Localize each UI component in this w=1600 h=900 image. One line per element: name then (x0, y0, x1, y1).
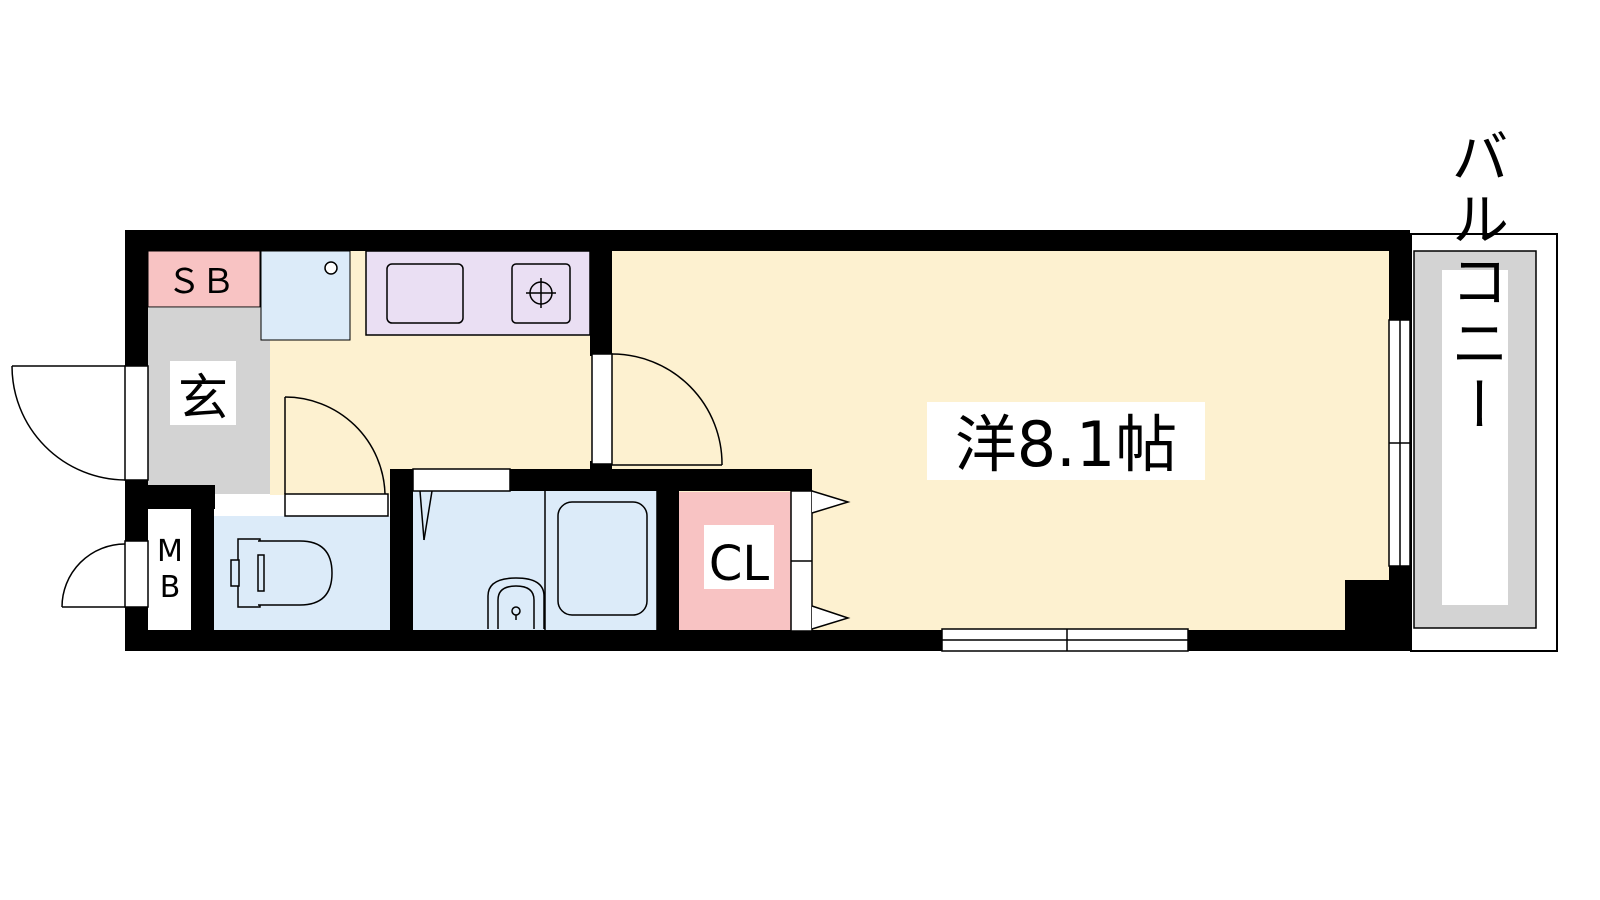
toilet-room (213, 516, 390, 631)
shoe-box-label: ＳＢ (167, 262, 235, 302)
closet-opening (790, 490, 851, 632)
closet-label: CL (709, 536, 770, 592)
meter-box (148, 509, 192, 631)
drain-icon (324, 261, 338, 275)
meter-box-label-m: M (157, 534, 183, 569)
toilet-icon (230, 538, 333, 608)
front-door (11, 365, 149, 481)
sink-icon (386, 263, 464, 324)
washroom-door-line (419, 490, 425, 541)
western-room-label-bg (927, 402, 1205, 480)
balcony-window (1388, 319, 1411, 567)
toilet-door (284, 396, 389, 517)
meter-box-door (61, 540, 149, 608)
balcony-label-bg (1442, 270, 1508, 605)
entrance-label-bg (170, 361, 236, 425)
balcony-label: バルコニー (1441, 127, 1509, 437)
south-window (941, 628, 1189, 652)
bathroom (544, 489, 658, 632)
meter-box-label-b: B (160, 570, 181, 605)
entrance-label: 玄 (178, 369, 228, 427)
western-room-label: 洋8.1帖 (955, 408, 1178, 481)
bathtub-icon (557, 501, 648, 616)
kitchen-counter (365, 250, 591, 336)
washroom-opening (412, 468, 511, 492)
washroom (413, 490, 545, 631)
room-door (591, 353, 723, 466)
closet-label-bg (704, 525, 774, 589)
washroom-door-line (423, 490, 433, 541)
balcony (1410, 233, 1558, 652)
